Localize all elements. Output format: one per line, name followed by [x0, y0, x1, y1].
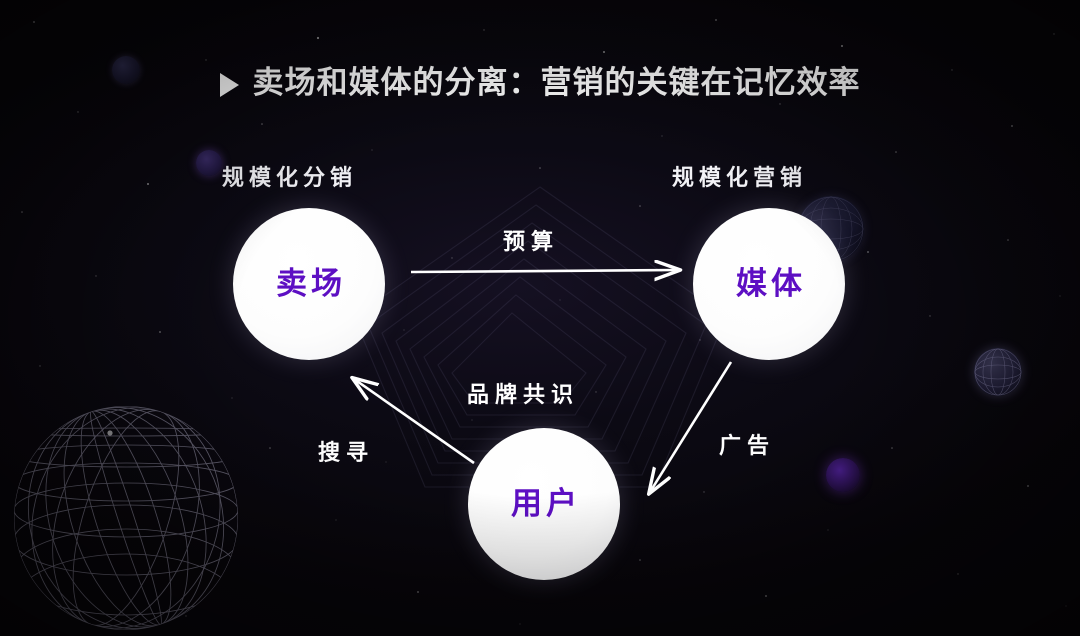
node-market-label: 卖场 — [276, 265, 346, 302]
edge-label-advertising: 广告 — [719, 434, 776, 459]
node-media-label: 媒体 — [736, 265, 806, 302]
edge-label-search: 搜寻 — [318, 441, 375, 466]
page-title: 卖场和媒体的分离：营销的关键在记忆效率 — [252, 65, 861, 101]
decor-orb-right — [974, 348, 1022, 396]
edge-label-brand-consensus: 品牌共识 — [467, 383, 580, 408]
play-triangle-icon — [219, 72, 239, 97]
caption-left: 规模化分销 — [222, 166, 358, 191]
node-media[interactable]: 媒体 — [693, 208, 845, 360]
decor-orb-glow-violet — [826, 458, 860, 492]
node-user[interactable]: 用户 — [468, 428, 620, 580]
orb-mesh-texture — [974, 348, 1022, 396]
node-user-label: 用户 — [511, 485, 581, 522]
node-market[interactable]: 卖场 — [233, 208, 385, 360]
edge-label-budget: 预算 — [503, 230, 560, 255]
slide-title: 卖场和媒体的分离：营销的关键在记忆效率 — [0, 68, 1080, 99]
decor-orb-violet-small — [196, 150, 222, 176]
wireframe-globe — [14, 406, 238, 630]
caption-right: 规模化营销 — [672, 166, 808, 191]
